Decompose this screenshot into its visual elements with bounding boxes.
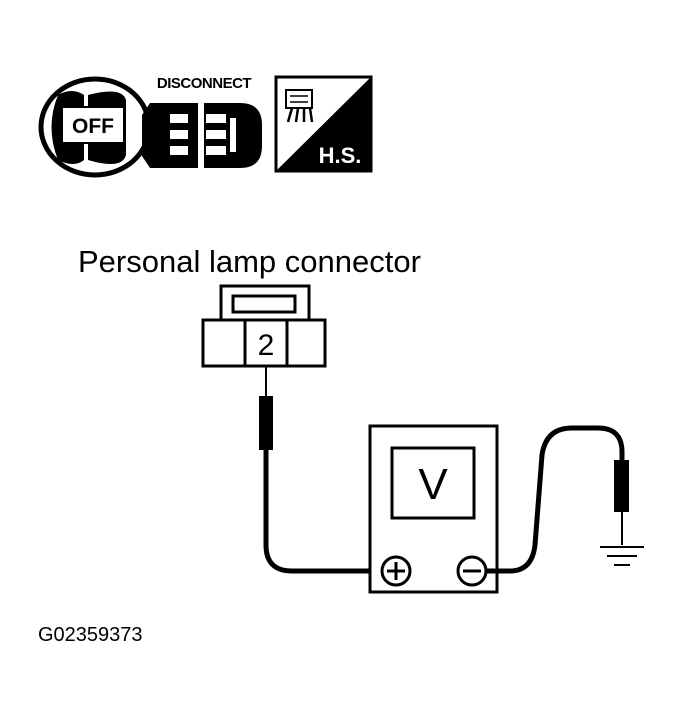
- positive-lead-wire: [263, 450, 384, 574]
- positive-terminal-icon: [380, 555, 412, 587]
- figure-id: G02359373: [38, 624, 143, 646]
- ignition-key-icon: OFF: [38, 76, 152, 178]
- negative-test-probe: [614, 460, 629, 545]
- harness-side-label: H.S.: [319, 143, 362, 168]
- disconnect-connector-icon: DISCONNECT: [142, 75, 262, 168]
- connector-title: Personal lamp connector: [78, 244, 421, 279]
- ignition-off-label: OFF: [72, 115, 114, 138]
- ground-icon: [600, 546, 644, 566]
- connector-terminal-label: 2: [258, 329, 275, 362]
- disconnect-label: DISCONNECT: [157, 75, 252, 92]
- negative-terminal-icon: [456, 555, 488, 587]
- personal-lamp-connector: 2: [201, 284, 327, 368]
- negative-lead-wire: [486, 425, 625, 574]
- positive-test-probe: [259, 366, 273, 450]
- voltmeter: V: [368, 424, 499, 594]
- voltmeter-display: V: [418, 460, 448, 509]
- harness-side-icon: H.S.: [274, 75, 373, 173]
